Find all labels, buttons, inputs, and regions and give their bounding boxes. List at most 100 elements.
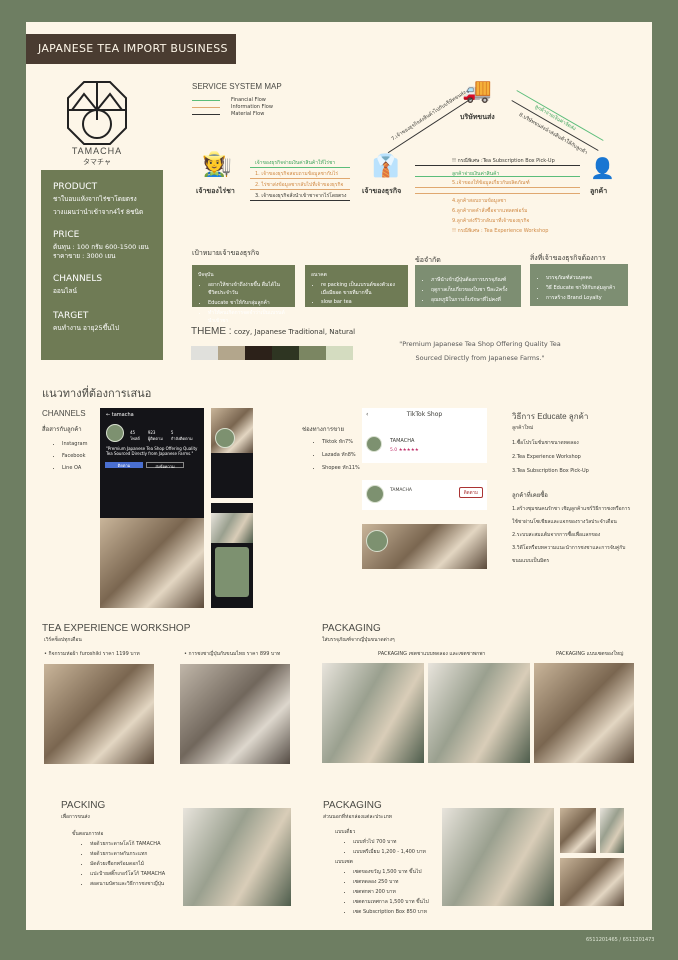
educate-old-list: 1.สร้างชุมชนคนรักชา เชิญลูกค้าแชร์วิธีกา…: [512, 503, 634, 568]
color-swatch: [299, 346, 326, 360]
tea-sweets-photo: [180, 664, 290, 764]
list-item: 3.วิดีโอหรือบทความแนะนำการชงชาและการจับค…: [512, 545, 626, 564]
section-title: แนวทางที่ต้องการเสนอ: [42, 388, 152, 400]
right-flow-list: 4.ลูกค้าสอบถามข้อมูลชา 6.ลูกค้ากดคำสั่งซ…: [452, 196, 548, 236]
farmer-icon: 🧑‍🌾: [202, 150, 232, 178]
list-item: Facebook: [62, 451, 87, 461]
furoshiki-photo: [44, 664, 154, 764]
flow-label: 1. เจ้าของธุรกิจสอบถามข้อมูลชากับไร่: [255, 171, 339, 177]
list-item: 2.ระบบสะสมแต้มจากการซื้อเพื่อแลกของ: [512, 532, 601, 538]
list-item: เซตพกพา 200 บาท: [353, 888, 429, 896]
shop-rating: 5.0 ★★★★★: [390, 448, 419, 453]
card-label: ปัจจุบัน: [198, 272, 214, 278]
info-label: PRICE: [53, 229, 80, 240]
ig-handle: tamacha: [111, 412, 134, 418]
color-swatch: [245, 346, 272, 360]
item-text: กิจกรรมห่อผ้า furoshiki ราคา 1199 บาท: [48, 651, 140, 657]
list-item: re packing เป็นแบรนด์ของตัวเอง เมื่อมียอ…: [321, 281, 402, 297]
actor-customer: ลูกค้า: [590, 187, 608, 195]
goals-title: เป้าหมายเจ้าของธุรกิจ: [192, 249, 260, 257]
packing-subtitle: เพื่อการขนส่ง: [61, 814, 90, 820]
list-item: ห่อด้วยกระดาษโลโก้ TAMACHA: [90, 840, 165, 848]
list-item: เซตของขวัญ 1,500 บาท ขึ้นไป: [353, 868, 429, 876]
flow-label: 3. เจ้าของธุรกิจสั่งนำเข้าชาจากไร่โดยตรง: [255, 193, 347, 199]
stat-label: โพสต์: [130, 436, 140, 441]
packaging-title: PACKAGING: [322, 623, 381, 634]
stat: 923: [147, 430, 156, 435]
list-item: Educate ชาให้กับกลุ่มลูกค้า: [208, 299, 289, 307]
comm-list: InstagramFacebookLine OA: [52, 437, 87, 475]
limits-card: ภาษีนำเข้าญี่ปุ่นต้องการบรรจุภัณฑ์ฤดูกาล…: [415, 265, 521, 307]
packaging-small-photo: [560, 858, 624, 906]
workshop-item: • กิจกรรมห่อผ้า furoshiki ราคา 1199 บาท: [44, 651, 140, 657]
businessman-icon: 👔: [372, 154, 400, 179]
theme-value: cozy, Japanese Traditional, Natural: [234, 328, 356, 336]
goals-now-card: ปัจจุบัน อยากให้ชาเข้าถึงง่ายขึ้น ดื่มได…: [192, 265, 295, 324]
list-item: ห่อด้วยกระดาษกันกระแทก: [90, 850, 165, 858]
info-value: วางแผนว่านำเข้าจาก4ไร่ 8ชนิด: [53, 207, 144, 216]
flow-label: !! กรณีพิเศษ :Tea Subscription Box Pick-…: [452, 158, 555, 164]
list-item: ทำให้คนเกิดการจดจำว่าเป็นแบรนด์นำเข้าชา: [208, 309, 289, 325]
list-item: อุณหภูมิในการเก็บรักษาที่ไม่คงที่: [431, 296, 515, 304]
list-item: บรรจุภัณฑ์ส่วนบุคคล: [546, 274, 622, 282]
info-value: ต้นทุน : 100 กรัม 600-1500 เยน: [53, 242, 149, 251]
list-item: 1.ซื้อโปรโมชั่นชาขนาดทดลอง: [512, 440, 579, 446]
packaging-photo: [322, 663, 424, 763]
legend-financial: Financial Flow: [231, 97, 266, 103]
educate-new-title: ลูกค้าใหม่: [512, 425, 534, 431]
tiktok-follow-card: TAMACHA ติดตาม: [362, 480, 487, 510]
sales-list: Tiktok หัก7%Lazada หัก8%Shopee หัก11%: [312, 435, 360, 476]
list-item: slow bar tea: [321, 299, 402, 305]
stat: 45: [130, 430, 136, 435]
card-label: อนาคต: [311, 272, 327, 278]
limits-title: ข้อจำกัด: [415, 256, 441, 264]
business-info-card: PRODUCT ชาใบอบแห้งจากไร่ชาโดยตรง วางแผนว…: [41, 170, 163, 360]
flow-label: 2. ไร่ชาส่งข้อมูลชากลับไปที่เจ้าของธุรกิ…: [255, 182, 344, 188]
comm-title: สื่อสารกับลูกค้า: [42, 426, 82, 433]
educate-old-title: ลูกค้าที่เคยซื้อ: [512, 492, 548, 499]
wants-card: บรรจุภัณฑ์ส่วนบุคคลวิธี Educate ชาให้กับ…: [530, 264, 628, 306]
service-map-title: SERVICE SYSTEM MAP: [192, 82, 282, 91]
list-item: 3.Tea Subscription Box Pick-Up: [512, 468, 589, 474]
ig-grid-photos: [100, 518, 204, 608]
packaging2-title: PACKAGING: [323, 800, 382, 811]
wants-title: สิ่งที่เจ้าของธุรกิจต้องการ: [530, 254, 606, 262]
color-swatch: [191, 346, 218, 360]
list-item: 1.สร้างชุมชนคนรักชา เชิญลูกค้าแชร์วิธีกา…: [512, 506, 631, 525]
workshop-item: • การชงชาญี่ปุ่นกับขนมไทย ราคา 899 บาท: [184, 651, 281, 657]
back-icon[interactable]: ‹: [366, 411, 369, 418]
shopee-banner-mockup: [362, 524, 487, 569]
avatar: [106, 424, 124, 442]
packing-list: ขั้นตอนการห่อ ห่อด้วยกระดาษโลโก้ TAMACHA…: [72, 830, 165, 890]
list-heading: แบบเดี่ยว: [335, 829, 356, 835]
list-item: Tiktok หัก7%: [322, 437, 360, 448]
tamacha-logo-icon: [67, 81, 127, 145]
packaging2-list: แบบเดี่ยว แบบทั่วไป 700 บาทแบบพรีเมี่ยม …: [335, 828, 429, 918]
flow-label: 4.ลูกค้าสอบถามข้อมูลชา: [452, 198, 507, 204]
list-heading: แบบเซต: [335, 859, 353, 865]
list-item: อยากให้ชาเข้าถึงง่ายขึ้น ดื่มได้ในชีวิตป…: [208, 281, 289, 297]
packaging-subtitle: ใส่บรรจุภัณฑ์จากญี่ปุ่นขนาดต่างๆ: [322, 637, 395, 643]
legend-material: Material Flow: [231, 111, 265, 117]
packing-box-photo: [183, 808, 291, 906]
message-button[interactable]: ส่งข้อความ: [146, 462, 184, 469]
packaging-label: PACKAGING เซตชาแบบทดลอง และเซตชาพกพา: [378, 651, 486, 657]
shop-name: TAMACHA: [390, 438, 415, 444]
follow-button[interactable]: ติดตาม: [105, 462, 143, 468]
brand-name: TAMACHA: [71, 146, 123, 156]
list-item: เซตตามเทศกาล 1,500 บาท ขึ้นไป: [353, 898, 429, 906]
shop-name: TAMACHA: [390, 488, 412, 493]
page-title: JAPANESE TEA IMPORT BUSINESS: [26, 34, 236, 64]
educate-title: วิธีการ Educate ลูกค้า: [512, 412, 589, 421]
flow-label: เจ้าของธุรกิจจ่ายเงินค่าสินค้าให้ไร่ชา: [255, 160, 336, 166]
packaging2-subtitle: ส่วนนอกที่ห่อกล่องแต่ละประเภท: [323, 814, 392, 820]
color-swatch: [272, 346, 299, 360]
info-label: PRODUCT: [53, 182, 98, 192]
list-item: แปะป้ายสติ๊กเกอร์โลโก้ TAMACHA: [90, 870, 165, 878]
packaging-photo: [534, 663, 634, 763]
stat: 5: [170, 430, 174, 435]
legend-information: Information Flow: [231, 104, 273, 110]
workshop-subtitle: เวิร์คช็อปทุกเดือน: [44, 637, 82, 643]
follow-button[interactable]: ติดตาม: [458, 487, 483, 498]
